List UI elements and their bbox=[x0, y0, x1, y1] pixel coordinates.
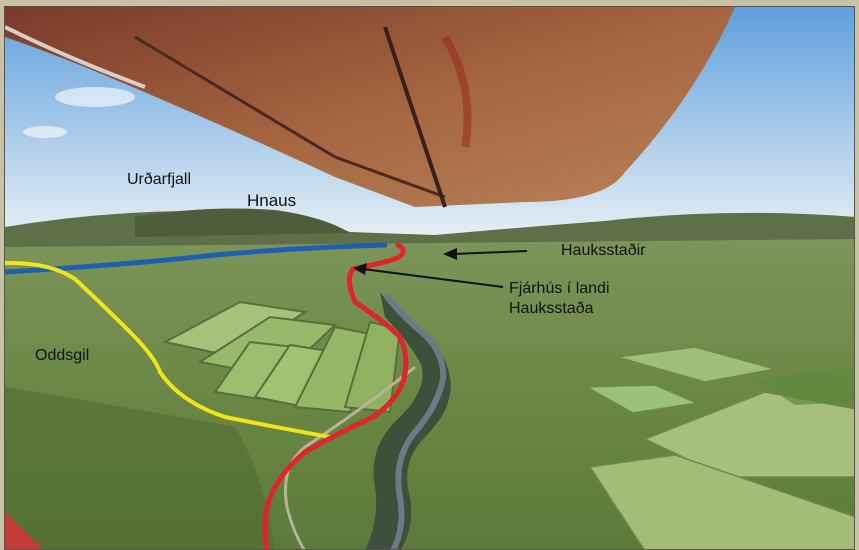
hillside-shade bbox=[5, 387, 275, 549]
label-fjarhus: Fjárhús í landi Hauksstaða bbox=[509, 279, 610, 319]
hay-fields-right bbox=[584, 346, 854, 549]
mountain-urdarfjall bbox=[135, 208, 350, 237]
label-oddsgil: Oddsgil bbox=[35, 347, 90, 364]
cloud bbox=[23, 126, 67, 138]
cloud bbox=[55, 87, 135, 107]
red-boundary-line bbox=[262, 242, 409, 549]
hay-fields-left bbox=[162, 300, 402, 414]
airplane-wing bbox=[5, 7, 735, 208]
label-hnaus: Hnaus bbox=[247, 191, 297, 210]
yellow-boundary-line bbox=[5, 260, 332, 439]
arrow-left-icon bbox=[353, 263, 504, 288]
label-urdarfjall: Urðarfjall bbox=[127, 171, 192, 188]
river bbox=[384, 294, 447, 549]
aerial-photo-svg bbox=[5, 7, 854, 549]
label-fjarhus-line1: Fjárhús í landi bbox=[509, 280, 610, 297]
label-fjarhus-line2: Hauksstaða bbox=[509, 300, 594, 317]
aerial-photo: Urðarfjall Hnaus Hauksstaðir Fjárhús í l… bbox=[4, 6, 855, 550]
label-hauksstadir: Hauksstaðir bbox=[561, 242, 646, 259]
arrow-left-icon bbox=[443, 248, 528, 260]
blue-boundary-line bbox=[5, 242, 388, 275]
river-gorge bbox=[365, 292, 451, 549]
